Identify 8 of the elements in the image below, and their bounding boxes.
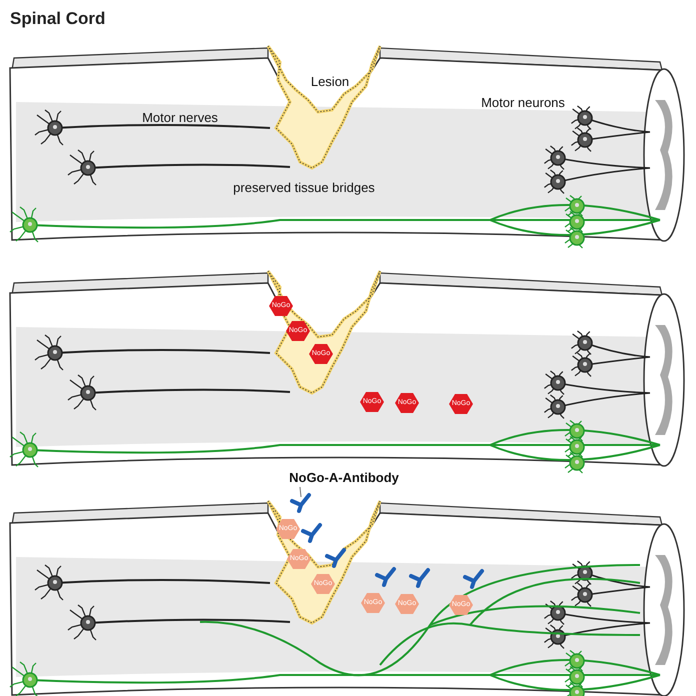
text-label: Motor neurons bbox=[481, 94, 565, 112]
antibody-icon bbox=[290, 493, 311, 513]
text-label: Lesion bbox=[310, 73, 350, 91]
leader-line bbox=[300, 486, 302, 498]
title: Spinal Cord bbox=[10, 8, 106, 30]
antibody-label: NoGo-A-Antibody bbox=[289, 468, 399, 488]
text-label: Motor nerves bbox=[142, 109, 218, 127]
text-label: preserved tissue bridges bbox=[233, 179, 375, 197]
